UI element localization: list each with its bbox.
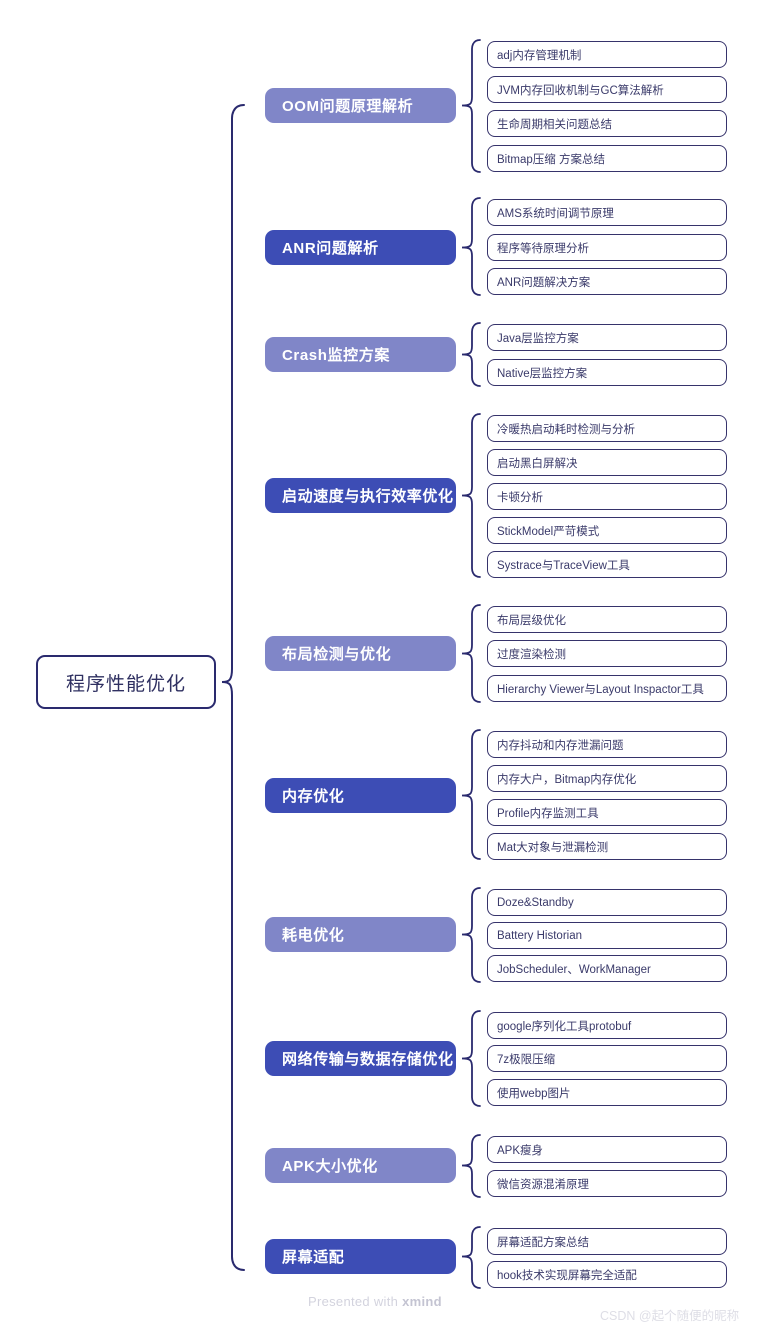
branch-node-label: 耗电优化 bbox=[282, 927, 345, 944]
leaf-node-label: 启动黑白屏解决 bbox=[497, 457, 578, 470]
branch-node[interactable]: OOM问题原理解析 bbox=[265, 88, 456, 123]
branch-node-label: APK大小优化 bbox=[282, 1158, 378, 1175]
connector-brace bbox=[461, 413, 481, 578]
connector-brace bbox=[461, 604, 481, 703]
leaf-node-label: 微信资源混淆原理 bbox=[497, 1178, 589, 1191]
branch-node-label: 网络传输与数据存储优化 bbox=[282, 1051, 454, 1068]
leaf-node-label: 生命周期相关问题总结 bbox=[497, 118, 612, 131]
leaf-node[interactable]: 7z极限压缩 bbox=[487, 1045, 727, 1072]
branch-node-label: 启动速度与执行效率优化 bbox=[282, 488, 454, 505]
leaf-node[interactable]: Java层监控方案 bbox=[487, 324, 727, 351]
leaf-node[interactable]: 屏幕适配方案总结 bbox=[487, 1228, 727, 1255]
branch-node-label: OOM问题原理解析 bbox=[282, 98, 414, 115]
leaf-node[interactable]: 程序等待原理分析 bbox=[487, 234, 727, 261]
branch-node[interactable]: APK大小优化 bbox=[265, 1148, 456, 1183]
leaf-node-label: Native层监控方案 bbox=[497, 367, 588, 380]
leaf-node-label: 7z极限压缩 bbox=[497, 1053, 556, 1066]
leaf-node[interactable]: Profile内存监测工具 bbox=[487, 799, 727, 826]
leaf-node[interactable]: Hierarchy Viewer与Layout Inspactor工具 bbox=[487, 675, 727, 702]
leaf-node-label: adj内存管理机制 bbox=[497, 49, 582, 62]
leaf-node[interactable]: 使用webp图片 bbox=[487, 1079, 727, 1106]
leaf-node-label: 程序等待原理分析 bbox=[497, 242, 589, 255]
leaf-node-label: StickModel严苛模式 bbox=[497, 525, 600, 538]
leaf-node[interactable]: 生命周期相关问题总结 bbox=[487, 110, 727, 137]
leaf-node-label: JobScheduler、WorkManager bbox=[497, 963, 651, 976]
branch-node-label: Crash监控方案 bbox=[282, 347, 390, 364]
leaf-node[interactable]: StickModel严苛模式 bbox=[487, 517, 727, 544]
leaf-node-label: APK瘦身 bbox=[497, 1144, 544, 1157]
leaf-node-label: 屏幕适配方案总结 bbox=[497, 1236, 589, 1249]
leaf-node-label: Bitmap压缩 方案总结 bbox=[497, 153, 605, 166]
leaf-node[interactable]: JobScheduler、WorkManager bbox=[487, 955, 727, 982]
branch-node[interactable]: 耗电优化 bbox=[265, 917, 456, 952]
leaf-node[interactable]: 冷暖热启动耗时检测与分析 bbox=[487, 415, 727, 442]
leaf-node-label: Hierarchy Viewer与Layout Inspactor工具 bbox=[497, 683, 704, 696]
branch-node[interactable]: ANR问题解析 bbox=[265, 230, 456, 265]
leaf-node[interactable]: Doze&Standby bbox=[487, 889, 727, 916]
branch-node[interactable]: Crash监控方案 bbox=[265, 337, 456, 372]
branch-node[interactable]: 启动速度与执行效率优化 bbox=[265, 478, 456, 513]
leaf-node-label: 冷暖热启动耗时检测与分析 bbox=[497, 423, 635, 436]
leaf-node-label: hook技术实现屏幕完全适配 bbox=[497, 1269, 637, 1282]
xmind-watermark-prefix: Presented with bbox=[308, 1294, 403, 1309]
leaf-node-label: 使用webp图片 bbox=[497, 1087, 571, 1100]
leaf-node-label: 布局层级优化 bbox=[497, 614, 566, 627]
connector-brace bbox=[461, 322, 481, 387]
connector-brace bbox=[461, 197, 481, 296]
csdn-watermark: CSDN @起个随便的昵称 bbox=[600, 1309, 740, 1323]
xmind-watermark: Presented with xmind bbox=[308, 1294, 442, 1309]
leaf-node[interactable]: ANR问题解决方案 bbox=[487, 268, 727, 295]
leaf-node[interactable]: Mat大对象与泄漏检测 bbox=[487, 833, 727, 860]
leaf-node-label: 内存抖动和内存泄漏问题 bbox=[497, 739, 624, 752]
connector-brace bbox=[461, 39, 481, 173]
leaf-node[interactable]: Native层监控方案 bbox=[487, 359, 727, 386]
leaf-node[interactable]: Systrace与TraceView工具 bbox=[487, 551, 727, 578]
connector-brace bbox=[461, 729, 481, 860]
leaf-node[interactable]: 内存大户，Bitmap内存优化 bbox=[487, 765, 727, 792]
leaf-node-label: 内存大户，Bitmap内存优化 bbox=[497, 773, 637, 786]
leaf-node[interactable]: AMS系统时间调节原理 bbox=[487, 199, 727, 226]
branch-node[interactable]: 布局检测与优化 bbox=[265, 636, 456, 671]
leaf-node[interactable]: hook技术实现屏幕完全适配 bbox=[487, 1261, 727, 1288]
leaf-node-label: AMS系统时间调节原理 bbox=[497, 207, 614, 220]
branch-node[interactable]: 屏幕适配 bbox=[265, 1239, 456, 1274]
leaf-node-label: Profile内存监测工具 bbox=[497, 807, 599, 820]
leaf-node[interactable]: Bitmap压缩 方案总结 bbox=[487, 145, 727, 172]
root-node-label: 程序性能优化 bbox=[65, 673, 186, 695]
leaf-node[interactable]: 卡顿分析 bbox=[487, 483, 727, 510]
branch-node[interactable]: 内存优化 bbox=[265, 778, 456, 813]
leaf-node[interactable]: APK瘦身 bbox=[487, 1136, 727, 1163]
leaf-node-label: Doze&Standby bbox=[497, 896, 574, 909]
leaf-node[interactable]: 内存抖动和内存泄漏问题 bbox=[487, 731, 727, 758]
branch-node-label: ANR问题解析 bbox=[282, 240, 379, 257]
connector-brace bbox=[461, 887, 481, 983]
leaf-node-label: JVM内存回收机制与GC算法解析 bbox=[497, 84, 664, 97]
leaf-node[interactable]: adj内存管理机制 bbox=[487, 41, 727, 68]
leaf-node-label: Java层监控方案 bbox=[497, 332, 579, 345]
leaf-node-label: Mat大对象与泄漏检测 bbox=[497, 841, 609, 854]
leaf-node[interactable]: 微信资源混淆原理 bbox=[487, 1170, 727, 1197]
connector-brace bbox=[461, 1134, 481, 1198]
leaf-node[interactable]: Battery Historian bbox=[487, 922, 727, 949]
connector-brace bbox=[221, 104, 245, 1271]
branch-node-label: 布局检测与优化 bbox=[282, 646, 392, 663]
branch-node-label: 屏幕适配 bbox=[282, 1249, 345, 1266]
leaf-node[interactable]: 布局层级优化 bbox=[487, 606, 727, 633]
connector-brace bbox=[461, 1226, 481, 1289]
leaf-node[interactable]: 启动黑白屏解决 bbox=[487, 449, 727, 476]
leaf-node[interactable]: google序列化工具protobuf bbox=[487, 1012, 727, 1039]
leaf-node-label: google序列化工具protobuf bbox=[497, 1020, 632, 1033]
leaf-node-label: Systrace与TraceView工具 bbox=[497, 559, 630, 572]
leaf-node[interactable]: 过度渲染检测 bbox=[487, 640, 727, 667]
xmind-watermark-brand: xmind bbox=[402, 1294, 442, 1309]
branch-node-label: 内存优化 bbox=[282, 788, 345, 805]
root-node[interactable]: 程序性能优化 bbox=[36, 655, 216, 709]
leaf-node-label: 卡顿分析 bbox=[497, 491, 543, 504]
leaf-node-label: ANR问题解决方案 bbox=[497, 276, 591, 289]
connector-brace bbox=[461, 1010, 481, 1107]
leaf-node[interactable]: JVM内存回收机制与GC算法解析 bbox=[487, 76, 727, 103]
leaf-node-label: Battery Historian bbox=[497, 929, 583, 942]
leaf-node-label: 过度渲染检测 bbox=[497, 648, 566, 661]
branch-node[interactable]: 网络传输与数据存储优化 bbox=[265, 1041, 456, 1076]
